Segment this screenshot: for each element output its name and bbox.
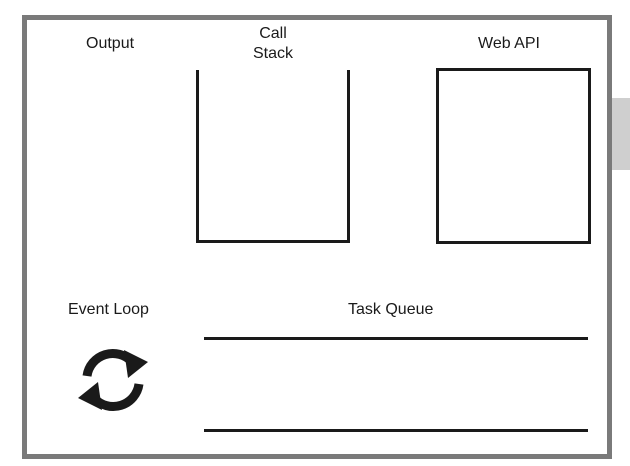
refresh-arrows-icon [78, 349, 148, 411]
side-scroll-tab [612, 98, 630, 170]
diagram-frame [22, 15, 612, 459]
task-queue-bottom-line [204, 429, 588, 432]
web-api-label: Web API [478, 35, 540, 52]
call-stack-label-line1: Call [259, 25, 287, 42]
call-stack-label: Call Stack [240, 24, 306, 64]
task-queue-top-line [204, 337, 588, 340]
call-stack-label-line2: Stack [252, 45, 293, 62]
event-loop-label: Event Loop [68, 301, 149, 318]
web-api-box [436, 68, 591, 244]
call-stack-container [196, 70, 350, 243]
task-queue-label: Task Queue [348, 301, 434, 318]
output-label: Output [86, 35, 135, 52]
